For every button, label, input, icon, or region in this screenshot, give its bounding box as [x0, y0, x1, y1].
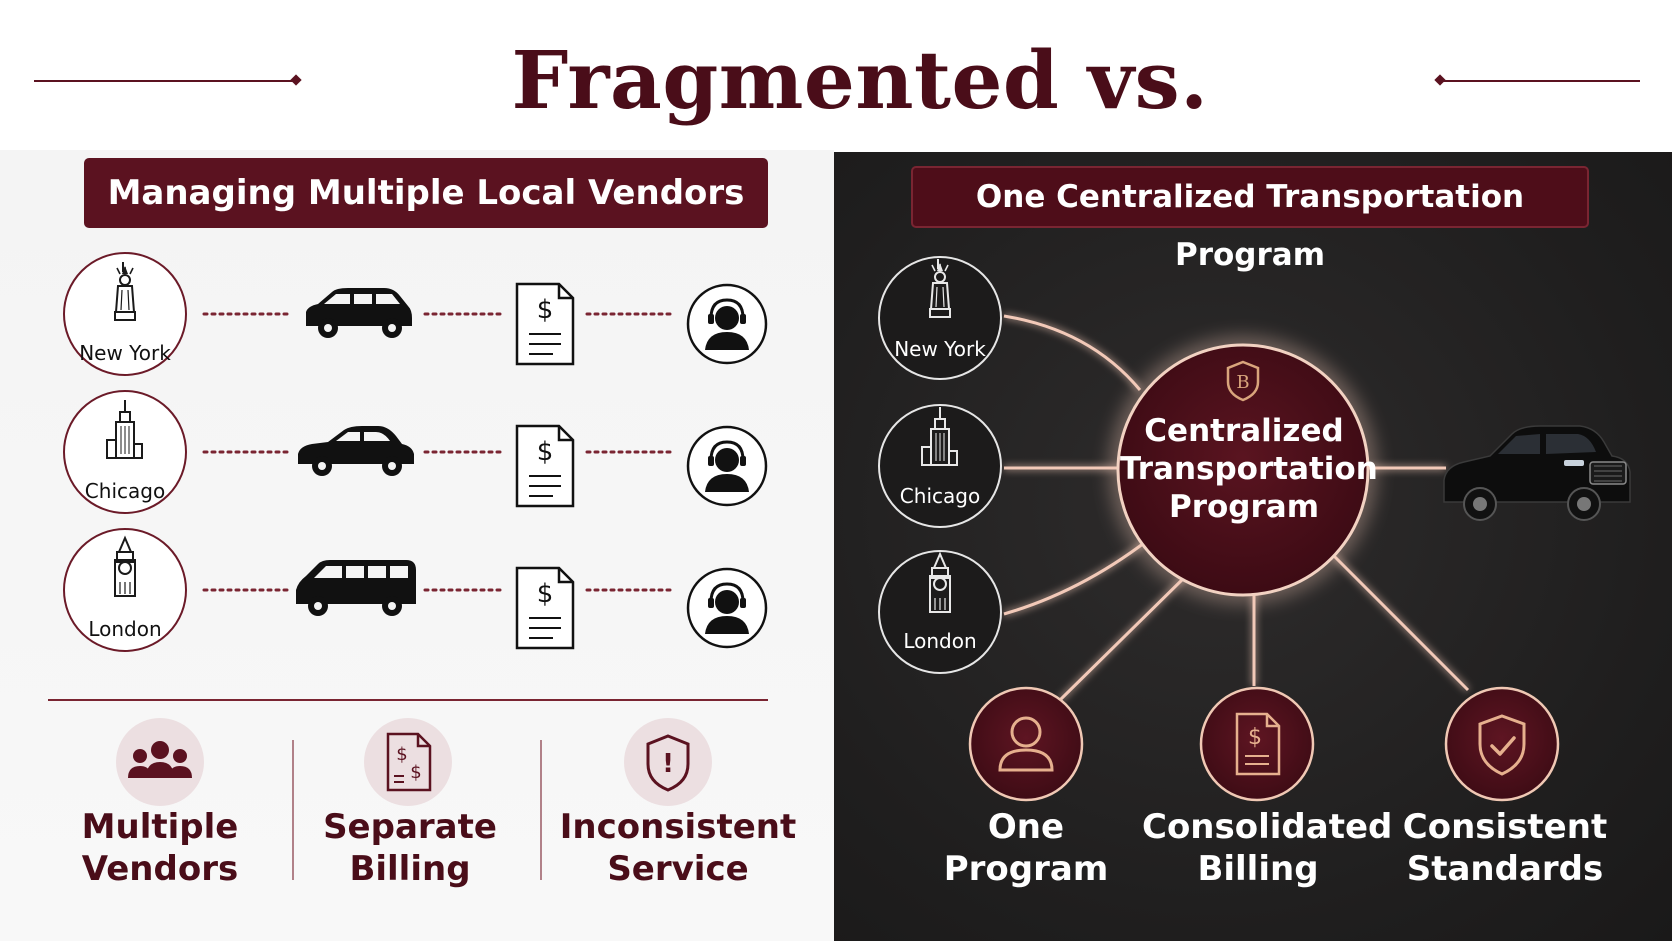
invoice-icon: $ — [1199, 686, 1315, 802]
feature-inconsistent-service: Inconsistent Service — [552, 806, 804, 890]
feature-label-line: Vendors — [81, 849, 239, 889]
people-group-icon — [116, 718, 204, 806]
split-billing-icon: $ $ — [364, 718, 452, 806]
city-label: New York — [894, 337, 986, 361]
support-agent-icon — [686, 283, 768, 365]
van-icon — [296, 560, 416, 616]
sedan-icon — [298, 426, 414, 476]
feature-label-line: Consolidated — [1142, 807, 1393, 847]
feature-label-line: Billing — [1197, 849, 1319, 889]
shield-emblem-icon: B — [1226, 360, 1260, 402]
dollar-symbol: $ — [410, 762, 421, 783]
city-label: London — [88, 617, 161, 641]
invoice-icon: $ — [515, 282, 575, 366]
luxury-sedan-icon — [1443, 425, 1631, 521]
centralized-banner: One Centralized Transportation Program — [911, 166, 1589, 273]
feature-label-line: Multiple — [81, 807, 239, 847]
suv-icon — [306, 288, 412, 338]
feature-one-program: One Program — [916, 806, 1136, 890]
title-rule-right — [1440, 80, 1640, 82]
title-bar: Fragmented vs. Centralized — [0, 0, 1672, 239]
support-agent-icon — [686, 567, 768, 649]
hub-label: Centralized Transportation Program — [1120, 412, 1378, 526]
city-badge-london: London — [63, 528, 187, 652]
dollar-symbol: $ — [1248, 725, 1262, 750]
city-node-london: London — [878, 550, 1002, 674]
city-badge-new-york: New York — [63, 252, 187, 376]
feature-label-line: Consistent — [1402, 807, 1608, 847]
hub-label-line: Centralized — [1144, 413, 1344, 449]
fragmented-banner: Managing Multiple Local Vendors — [84, 158, 768, 228]
exclamation-symbol: ! — [662, 749, 674, 779]
central-hub: B — [1109, 336, 1377, 604]
city-node-new-york: New York — [878, 256, 1002, 380]
feature-consistent-standards: Consistent Standards — [1388, 806, 1622, 890]
city-label: Chicago — [900, 484, 980, 508]
feature-label-line: Inconsistent — [559, 807, 797, 847]
city-label: London — [903, 629, 976, 653]
feature-label-line: Program — [943, 849, 1109, 889]
feature-label-line: Service — [607, 849, 749, 889]
person-icon — [968, 686, 1084, 802]
dollar-symbol: $ — [396, 744, 407, 765]
dotted-connectors — [202, 312, 672, 592]
feature-label-line: Standards — [1406, 849, 1604, 889]
invoice-icon: $ — [515, 566, 575, 650]
invoice-icon: $ — [515, 424, 575, 508]
warning-shield-icon: ! — [624, 718, 712, 806]
feature-separate-billing: Separate Billing — [305, 806, 515, 890]
city-badge-chicago: Chicago — [63, 390, 187, 514]
feature-multiple-vendors: Multiple Vendors — [60, 806, 260, 890]
vendor-rows: New York Chicago London — [63, 252, 768, 652]
dollar-symbol: $ — [537, 579, 554, 609]
hub-label-line: Transportation — [1120, 451, 1378, 487]
city-label: New York — [79, 341, 171, 365]
hub-label-line: Program — [1168, 489, 1319, 525]
feature-consolidated-billing: Consolidated Billing — [1142, 806, 1393, 890]
city-label: Chicago — [85, 479, 165, 503]
check-shield-icon — [1444, 686, 1560, 802]
support-agent-icon — [686, 425, 768, 507]
feature-label-line: Separate — [323, 807, 497, 847]
dollar-symbol: $ — [537, 437, 554, 467]
title-rule-left — [34, 80, 296, 82]
feature-label-line: Billing — [349, 849, 471, 889]
feature-label-line: One — [987, 807, 1065, 847]
dollar-symbol: $ — [537, 295, 554, 325]
emblem-letter: B — [1236, 372, 1249, 393]
hub-connectors — [1003, 314, 1470, 702]
city-node-chicago: Chicago — [878, 404, 1002, 528]
